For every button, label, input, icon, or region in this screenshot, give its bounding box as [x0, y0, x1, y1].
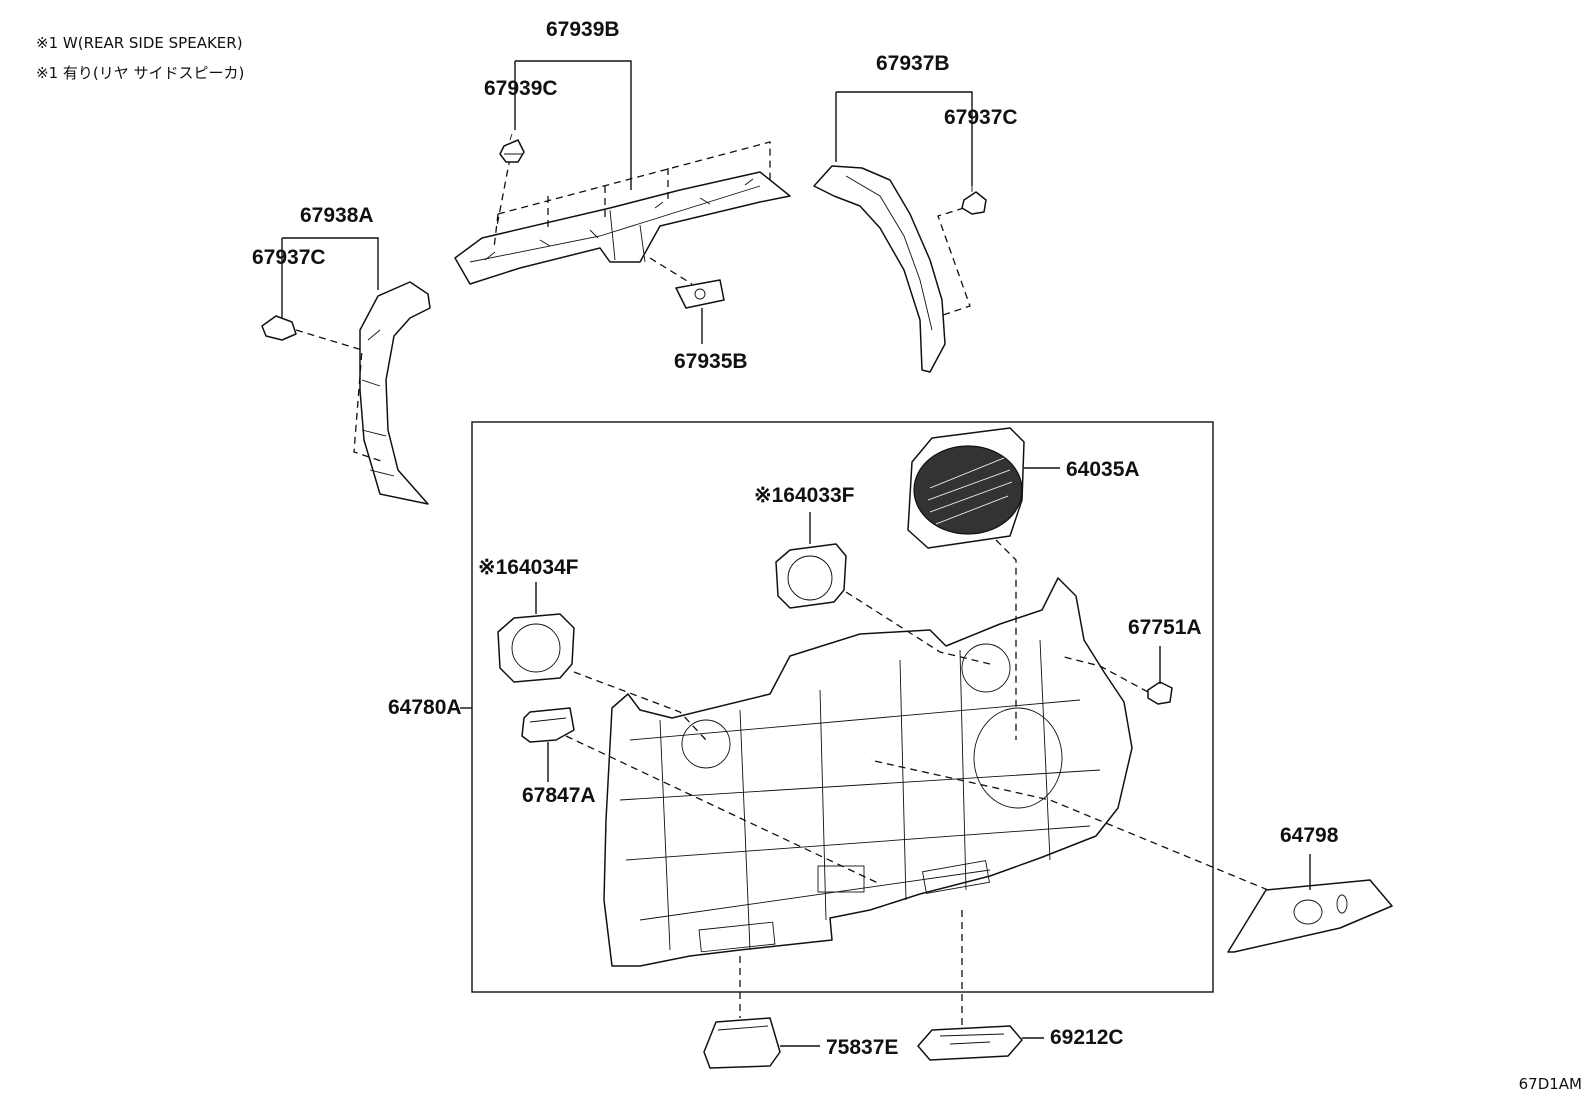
clip-67847A-shape: [521, 707, 575, 743]
bracket-67937B: [835, 91, 973, 186]
assembly-frame: [471, 421, 1214, 993]
bracket-67939B: [514, 60, 632, 190]
label-64780A: 64780A: [388, 696, 462, 719]
lamp-69212C-shape: [917, 1025, 1023, 1061]
bracket-67938A: [281, 237, 379, 318]
clip-67937C-right-shape: [961, 186, 987, 215]
clip-67751A-shape: [1147, 681, 1173, 705]
clip-67939C-shape: [499, 133, 525, 163]
label-67939B: 67939B: [546, 18, 620, 41]
label-67939C: 67939C: [484, 77, 558, 100]
label-64033F: ※164033F: [754, 484, 855, 507]
speaker-64033F-shape: [775, 543, 847, 609]
clip-67937C-left-shape: [261, 315, 297, 341]
handle-75837E-shape: [703, 1017, 781, 1069]
label-75837E: 75837E: [826, 1036, 898, 1059]
pillar-67938A-shape: [359, 281, 431, 505]
speaker-64034F-shape: [497, 613, 575, 683]
label-64798: 64798: [1280, 824, 1339, 847]
diagram-code: 67D1AM: [1518, 1075, 1582, 1093]
label-67938A: 67938A: [300, 204, 374, 227]
roof-garnish-shape: [454, 171, 791, 285]
back-door-trim-board-shape: [603, 577, 1133, 967]
label-69212C: 69212C: [1050, 1026, 1124, 1049]
label-67937C-right: 67937C: [944, 106, 1018, 129]
label-64035A: 64035A: [1066, 458, 1140, 481]
label-64034F: ※164034F: [478, 556, 579, 579]
note-english: ※1 W(REAR SIDE SPEAKER): [36, 34, 243, 52]
cover-64798-shape: [1227, 879, 1393, 953]
pillar-67937B-shape: [813, 165, 946, 373]
cover-67935B-shape: [675, 279, 725, 309]
leader-dashes-67939B: [493, 141, 771, 249]
label-67937C-left: 67937C: [252, 246, 326, 269]
label-67935B: 67935B: [674, 350, 748, 373]
label-67847A: 67847A: [522, 784, 596, 807]
label-67937B: 67937B: [876, 52, 950, 75]
speaker-grille-64035A-shape: [907, 427, 1025, 549]
label-67751A: 67751A: [1128, 616, 1202, 639]
note-japanese: ※1 有り(リヤ サイドスピーカ): [36, 64, 245, 82]
